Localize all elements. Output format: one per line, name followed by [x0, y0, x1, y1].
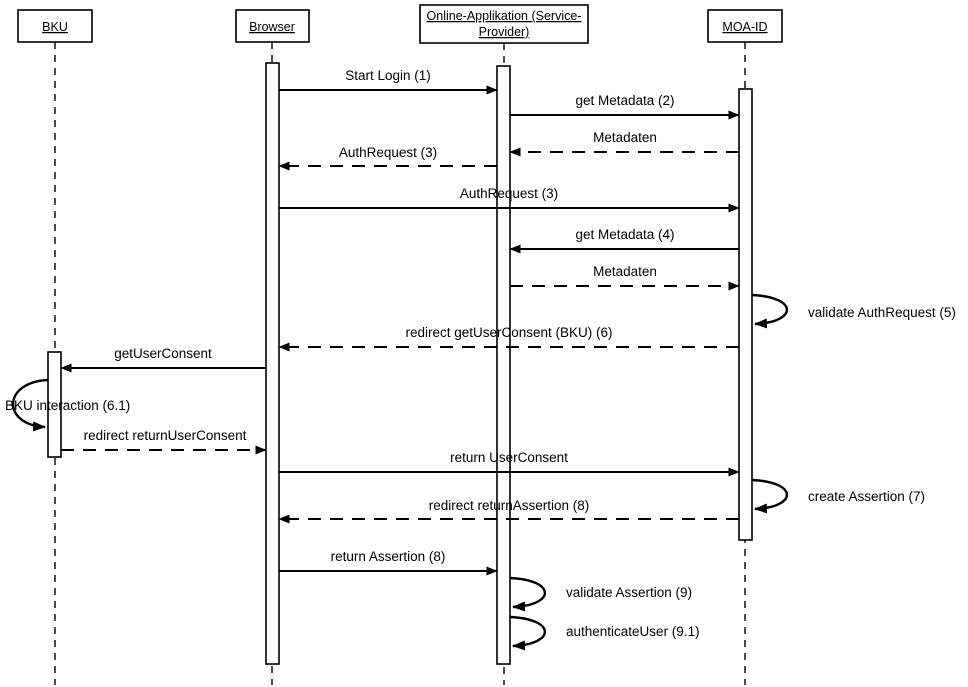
self-message-label: BKU interaction (6.1) [5, 398, 130, 413]
self-messages-group: validate AuthRequest (5) BKU interaction … [5, 293, 956, 651]
message-label: return UserConsent [450, 450, 568, 465]
message-browser-to-oa[interactable]: Start Login (1) [279, 68, 498, 95]
self-message-oa[interactable]: validate Assertion (9) [509, 576, 692, 612]
lifeline-bku[interactable]: BKU [17, 9, 93, 685]
lifeline-label-oa-line2: Provider) [479, 25, 530, 39]
self-message-moaid[interactable]: create Assertion (7) [751, 478, 925, 514]
message-label: redirect returnAssertion (8) [429, 498, 590, 513]
self-message-bku[interactable]: BKU interaction (6.1) [5, 378, 130, 432]
message-oa-to-browser[interactable]: AuthRequest (3) [278, 145, 497, 171]
message-oa-to-moaid[interactable]: get Metadata (2) [510, 93, 740, 120]
message-label: return Assertion (8) [331, 549, 446, 564]
lifeline-label-browser: Browser [249, 20, 295, 34]
message-moaid-to-oa[interactable]: Metadaten [509, 130, 739, 157]
message-label: redirect returnUserConsent [84, 428, 247, 443]
message-oa-to-moaid[interactable]: Metadaten [510, 264, 740, 291]
message-browser-to-bku[interactable]: getUserConsent [60, 346, 266, 373]
message-browser-to-oa[interactable]: return Assertion (8) [279, 549, 498, 576]
message-label: get Metadata (2) [575, 93, 674, 108]
lifeline-label-bku: BKU [42, 20, 68, 34]
lifeline-header-box-browser[interactable] [235, 9, 310, 43]
activation-bar-bku[interactable] [47, 351, 62, 458]
lifeline-header-box-bku[interactable] [17, 9, 93, 43]
self-message-label: create Assertion (7) [808, 489, 925, 504]
message-moaid-to-browser[interactable]: redirect getUserConsent (BKU) (6) [278, 325, 739, 352]
message-browser-to-moaid[interactable]: AuthRequest (3) [279, 186, 740, 213]
message-moaid-to-oa[interactable]: get Metadata (4) [509, 227, 739, 254]
self-message-label: authenticateUser (9.1) [566, 624, 700, 639]
self-message-label: validate AuthRequest (5) [808, 305, 956, 320]
lifeline-moaid[interactable]: MOA-ID [707, 9, 783, 685]
self-message-oa[interactable]: authenticateUser (9.1) [509, 615, 700, 651]
message-browser-to-moaid[interactable]: return UserConsent [279, 450, 740, 477]
messages-group: Start Login (1) get Metadata (2) Metadaten… [60, 68, 740, 576]
message-label: AuthRequest (3) [460, 186, 558, 201]
self-message-loop-arrow [509, 576, 546, 612]
message-label: Start Login (1) [345, 68, 431, 83]
activation-bar-moaid[interactable] [738, 88, 753, 541]
message-label: getUserConsent [114, 346, 212, 361]
message-label: Metadaten [593, 264, 657, 279]
activations-group [47, 62, 753, 665]
lifeline-header-box-moaid[interactable] [707, 9, 783, 43]
self-message-loop-arrow [11, 378, 49, 432]
self-message-label: validate Assertion (9) [566, 585, 692, 600]
message-label: redirect getUserConsent (BKU) (6) [405, 325, 612, 340]
message-bku-to-browser[interactable]: redirect returnUserConsent [61, 428, 267, 455]
self-message-loop-arrow [751, 293, 788, 329]
lifeline-label-oa-line1: Online-Applikation (Service- [427, 9, 582, 23]
activation-bar-oa[interactable] [496, 65, 511, 665]
self-message-loop-arrow [751, 478, 788, 514]
self-message-moaid[interactable]: validate AuthRequest (5) [751, 293, 956, 329]
message-label: Metadaten [593, 130, 657, 145]
self-message-loop-arrow [509, 615, 546, 651]
message-label: get Metadata (4) [575, 227, 674, 242]
lifeline-label-moaid: MOA-ID [722, 20, 767, 34]
activation-bar-browser[interactable] [265, 62, 280, 665]
message-label: AuthRequest (3) [339, 145, 437, 160]
message-moaid-to-browser[interactable]: redirect returnAssertion (8) [278, 498, 739, 524]
